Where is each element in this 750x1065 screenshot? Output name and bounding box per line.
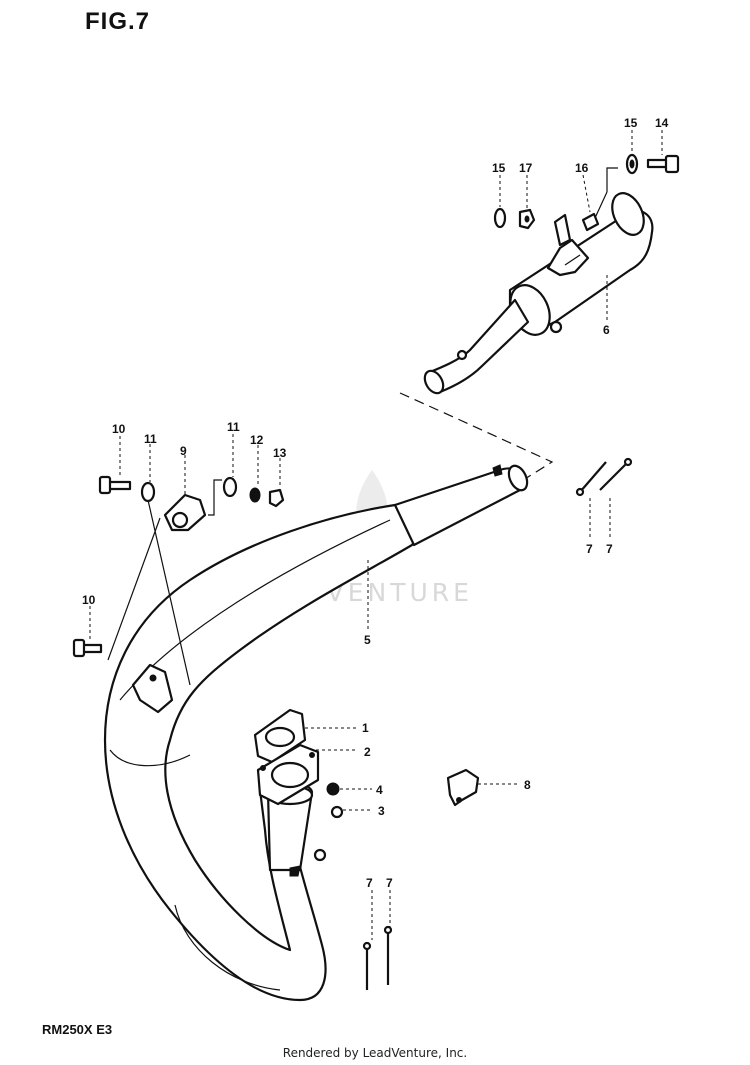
figure-title: FIG.7 xyxy=(85,8,151,35)
callout-14: 14 xyxy=(655,116,669,130)
callout-5: 5 xyxy=(364,633,371,647)
callout-10-lower: 10 xyxy=(82,593,96,607)
muffler xyxy=(423,192,654,395)
nut-4 xyxy=(326,782,340,796)
callout-12: 12 xyxy=(250,433,264,447)
exhaust-pipe xyxy=(103,464,529,1002)
callout-8: 8 xyxy=(524,778,531,792)
bracket-8 xyxy=(446,768,480,807)
callout-9: 9 xyxy=(180,444,187,458)
callout-6: 6 xyxy=(603,323,610,337)
callout-2: 2 xyxy=(364,745,371,759)
callout-16: 16 xyxy=(575,161,589,175)
springs-upper xyxy=(575,457,633,497)
flange-gasket xyxy=(253,708,320,806)
callout-15-lower: 15 xyxy=(492,161,506,175)
callout-7-b: 7 xyxy=(606,542,613,556)
callout-17: 17 xyxy=(519,161,533,175)
callout-3: 3 xyxy=(378,804,385,818)
washer-15-lower xyxy=(493,207,507,229)
callout-11-left: 11 xyxy=(144,432,157,446)
callout-1: 1 xyxy=(362,721,369,735)
bolt-3 xyxy=(330,805,344,819)
leader-lines xyxy=(89,130,663,940)
springs-lower xyxy=(362,925,393,990)
callout-7-a: 7 xyxy=(586,542,593,556)
callout-15-upper: 15 xyxy=(624,116,638,130)
callout-4: 4 xyxy=(376,783,383,797)
callouts: 15 14 15 17 16 6 7 7 10 11 9 11 12 13 10… xyxy=(82,116,669,890)
assembly-line xyxy=(399,392,554,483)
muffler-hardware xyxy=(493,153,680,232)
collar-16 xyxy=(581,212,600,232)
render-credit: Rendered by LeadVenture, Inc. xyxy=(282,1046,468,1060)
callout-7-c: 7 xyxy=(366,876,373,890)
callout-10-upper: 10 xyxy=(112,422,126,436)
bolt-14-head xyxy=(664,154,680,174)
callout-13: 13 xyxy=(273,446,287,460)
model-code: RM250X E3 xyxy=(42,1022,113,1037)
mount-hardware xyxy=(72,475,285,686)
callout-7-d: 7 xyxy=(386,876,393,890)
callout-11-right: 11 xyxy=(227,420,240,434)
